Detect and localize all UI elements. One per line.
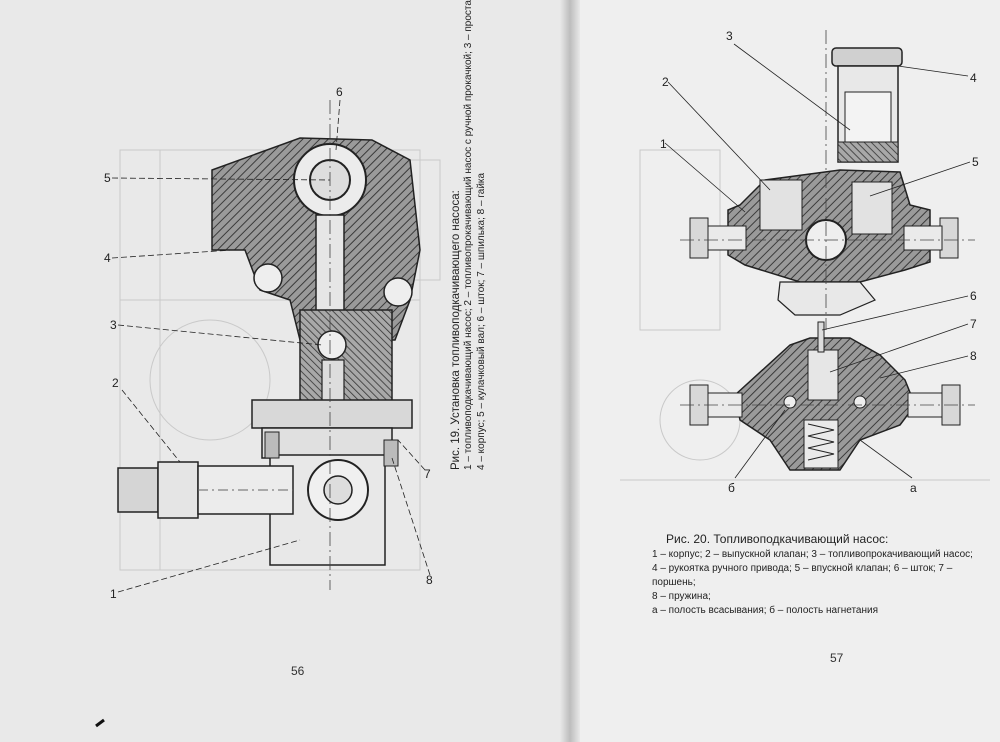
figure-20-legend-line2: 4 – рукоятка ручного привода; 5 – впускн… (652, 563, 953, 588)
figure-19-title: Рис. 19. Установка топливоподкачивающего… (450, 190, 462, 470)
ink-mark (95, 718, 105, 728)
callout-a-right: а (910, 481, 917, 495)
callout-7-right: 7 (970, 317, 977, 331)
figure-20-callouts: 1 2 3 4 5 6 7 8 б а (660, 29, 979, 495)
callout-3-right: 3 (726, 29, 733, 43)
figure-20-legend-line1: 1 – корпус; 2 – выпускной клапан; 3 – то… (652, 549, 973, 560)
callout-4-right: 4 (970, 71, 977, 85)
callout-8-right: 8 (970, 349, 977, 363)
callout-3-left: 3 (110, 318, 117, 332)
figure-20-legend-line3: 8 – пружина; (652, 591, 711, 602)
figure-20-legend-line4: а – полость всасывания; б – полость нагн… (652, 605, 879, 616)
callout-6-right: 6 (970, 289, 977, 303)
callout-2-left: 2 (112, 376, 119, 390)
figure-20-caption: Рис. 20. Топливоподкачивающий насос: 1 –… (652, 532, 997, 618)
figure-19-legend-line1: 1 – топливоподкачивающий насос; 2 – топл… (463, 0, 474, 470)
callout-5-left: 5 (104, 171, 111, 185)
right-page-number: 57 (830, 651, 844, 665)
figure-20-title: Рис. 20. Топливоподкачивающий насос: (666, 532, 889, 546)
left-page-number: 56 (291, 664, 305, 678)
figure-20-drawing (620, 30, 990, 481)
figure-19-caption: Рис. 19. Установка топливоподкачивающего… (450, 0, 488, 470)
figure-19-callouts: 5 4 3 2 1 6 7 8 (104, 85, 433, 601)
callout-7-left: 7 (424, 467, 431, 481)
figure-19-drawing (111, 99, 441, 593)
callout-6-left: 6 (336, 85, 343, 99)
callout-8-left: 8 (426, 573, 433, 587)
callout-1-right: 1 (660, 137, 667, 151)
callout-4-left: 4 (104, 251, 111, 265)
figure-19-legend-line2: 4 – корпус; 5 – кулачковый вал; 6 – шток… (476, 172, 487, 470)
callout-b-right: б (728, 481, 735, 495)
callout-2-right: 2 (662, 75, 669, 89)
left-page (0, 0, 570, 742)
callout-1-left: 1 (110, 587, 117, 601)
book-gutter (560, 0, 580, 742)
callout-5-right: 5 (972, 155, 979, 169)
